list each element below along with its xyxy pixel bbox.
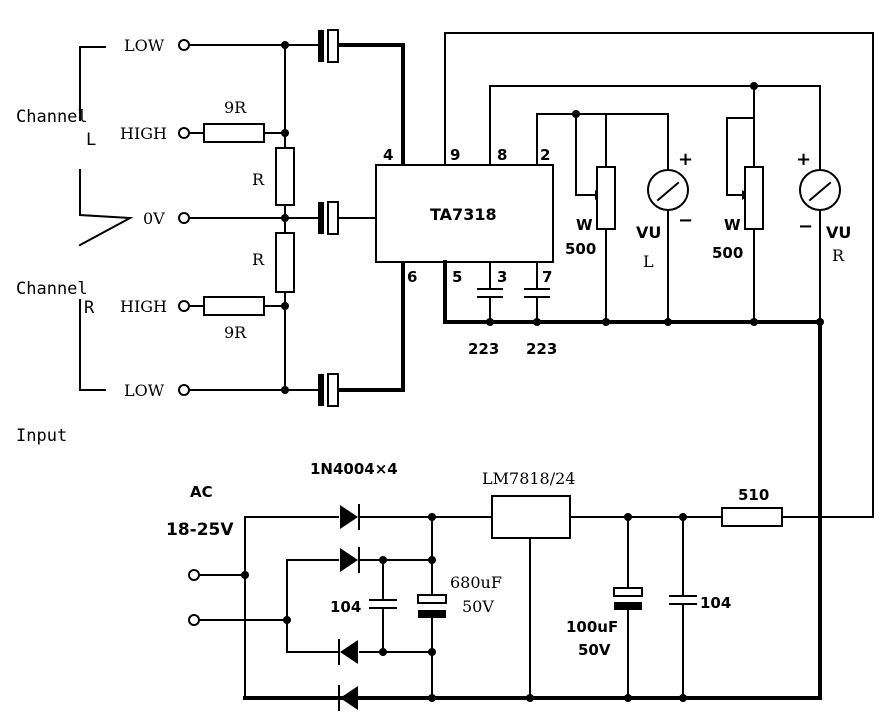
- label-channel-l: Channel: [16, 107, 88, 127]
- terminal-low-top: [178, 39, 190, 51]
- label-pin4: 4: [383, 146, 393, 164]
- label-223-a: 223: [468, 340, 499, 358]
- coupling-cap-middle: [318, 201, 339, 235]
- label-pin7: 7: [542, 268, 552, 286]
- capacitor-223-b: [524, 288, 550, 298]
- label-minus-r: −: [798, 216, 813, 237]
- label-100uf-v: 50V: [578, 641, 611, 659]
- label-high-l: HIGH: [120, 124, 167, 143]
- label-minus-l: −: [678, 210, 693, 231]
- label-9r-bottom: 9R: [224, 323, 247, 342]
- label-680uf-v: 50V: [462, 597, 494, 616]
- label-low-top: LOW: [124, 36, 165, 55]
- capacitor-223-a: [477, 288, 503, 298]
- label-pot-r-val: 500: [712, 244, 743, 262]
- label-pot-r-w: W: [724, 216, 741, 234]
- label-0v: 0V: [143, 209, 165, 228]
- ic-ta7318: [375, 164, 554, 263]
- label-pin8: 8: [497, 146, 507, 164]
- potentiometer-l: [596, 166, 616, 230]
- label-r-bottom: R: [252, 250, 265, 269]
- label-104-left: 104: [330, 598, 361, 616]
- diode-2: [340, 547, 360, 573]
- diode-4: [338, 685, 358, 711]
- terminal-high-l: [178, 127, 190, 139]
- coupling-cap-top: [318, 29, 339, 63]
- capacitor-100uf: [613, 587, 643, 610]
- label-vu-r-sub: R: [832, 246, 845, 265]
- label-ac-range: 18-25V: [166, 520, 234, 540]
- label-104-right: 104: [700, 594, 731, 612]
- label-510: 510: [738, 486, 769, 504]
- label-pin3: 3: [497, 268, 507, 286]
- potentiometer-r: [744, 166, 764, 230]
- label-ac: AC: [190, 483, 213, 501]
- capacitor-104-right: [669, 595, 697, 605]
- input-junctions: [281, 41, 289, 394]
- terminal-low-bottom: [178, 384, 190, 396]
- resistor-9r-top: [203, 123, 265, 143]
- capacitor-104-left: [369, 599, 397, 609]
- label-plus-l: +: [678, 149, 693, 170]
- power-junctions: [241, 513, 687, 702]
- label-r-top: R: [252, 170, 265, 189]
- regulator-lm7818: [491, 495, 571, 539]
- label-pot-l-w: W: [576, 216, 593, 234]
- label-vu-l-sub: L: [643, 252, 654, 271]
- coupling-cap-bottom: [318, 373, 339, 407]
- label-channel-r-sub: R: [84, 298, 95, 318]
- terminal-0v: [178, 212, 190, 224]
- meter-junctions: [486, 82, 824, 326]
- vu-meter-r: [799, 169, 841, 211]
- label-9r-top: 9R: [224, 98, 247, 117]
- label-pin2: 2: [540, 146, 550, 164]
- label-pin9: 9: [450, 146, 460, 164]
- ac-terminal-2: [188, 614, 200, 626]
- label-high-r: HIGH: [120, 297, 167, 316]
- resistor-r-bottom: [275, 232, 295, 293]
- diode-1: [340, 504, 360, 530]
- terminal-high-r: [178, 300, 190, 312]
- label-input: Input: [16, 426, 67, 446]
- label-vu-r: VU: [826, 223, 851, 242]
- label-pin6: 6: [407, 268, 417, 286]
- input-wiring: [78, 43, 405, 392]
- label-channel-r: Channel: [16, 279, 88, 299]
- meter-wiring: [444, 32, 874, 518]
- label-223-b: 223: [526, 340, 557, 358]
- capacitor-680uf: [417, 594, 447, 618]
- input-terminals: [178, 39, 190, 396]
- label-plus-r: +: [796, 149, 811, 170]
- label-regulator: LM7818/24: [482, 469, 575, 488]
- vu-meter-l: [647, 169, 689, 211]
- label-100uf: 100uF: [566, 618, 618, 636]
- label-pot-l-val: 500: [565, 240, 596, 258]
- label-low-bottom: LOW: [124, 381, 165, 400]
- diode-3: [338, 639, 358, 665]
- label-680uf: 680uF: [450, 573, 502, 592]
- label-pin5: 5: [452, 268, 462, 286]
- ac-terminal-1: [188, 569, 200, 581]
- label-diodes: 1N4004×4: [310, 460, 398, 478]
- resistor-510: [721, 507, 783, 527]
- power-wiring: [199, 516, 723, 699]
- label-channel-l-sub: L: [86, 130, 96, 150]
- resistor-9r-bottom: [203, 296, 265, 316]
- label-ic: TA7318: [430, 205, 497, 224]
- resistor-r-top: [275, 147, 295, 206]
- label-vu-l: VU: [636, 223, 661, 242]
